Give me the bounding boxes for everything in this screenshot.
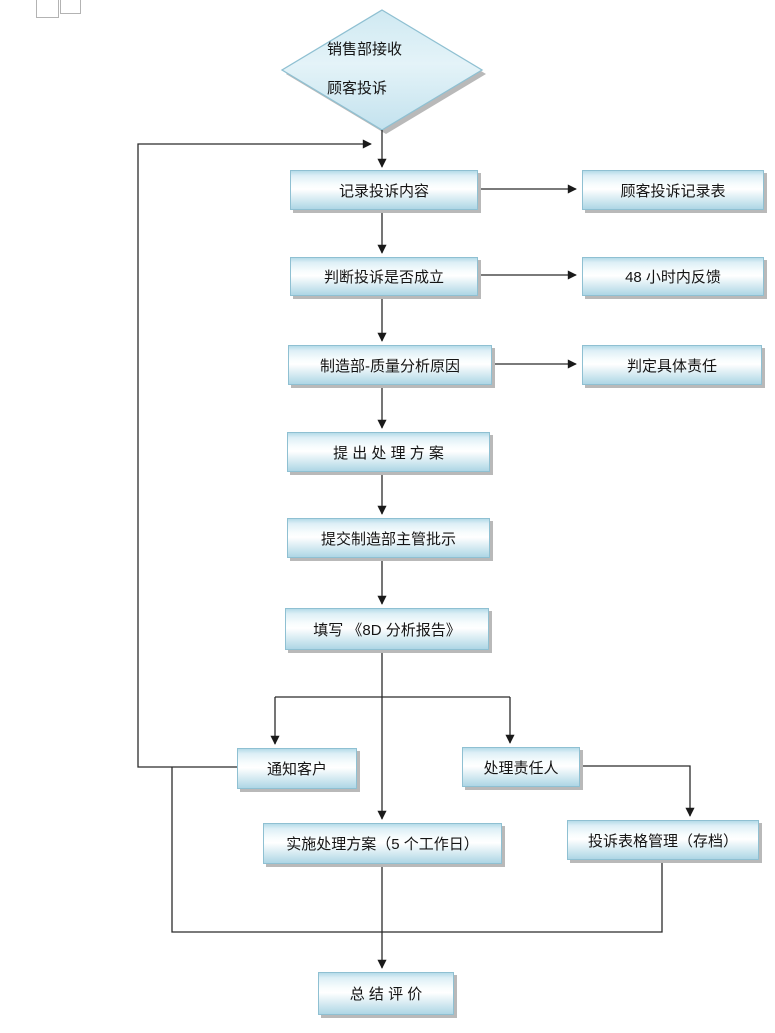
node-determine-responsibility: 判定具体责任 <box>582 345 762 385</box>
edge-bottom-loop-archive <box>171 767 663 933</box>
node-complaint-record-form: 顾客投诉记录表 <box>582 170 764 210</box>
node-summary-evaluation: 总 结 评 价 <box>318 972 454 1015</box>
edge-responsible-to-archive <box>578 765 695 817</box>
node-start-line2: 顾客投诉 <box>327 80 388 97</box>
node-propose-solution: 提 出 处 理 方 案 <box>287 432 490 472</box>
node-start-shape <box>280 9 486 134</box>
node-responsible-person: 处理责任人 <box>462 747 580 787</box>
clipped-shape-2 <box>60 0 81 14</box>
node-start-label: 销售部接收 顾客投诉 <box>327 30 443 108</box>
edge-notify-feedback-loop <box>137 139 372 768</box>
node-judge-validity: 判断投诉是否成立 <box>290 257 478 296</box>
clipped-shape-1 <box>36 0 59 18</box>
node-record-complaint: 记录投诉内容 <box>290 170 478 210</box>
node-8d-report: 填写 《8D 分析报告》 <box>285 608 489 650</box>
node-notify-customer: 通知客户 <box>237 748 357 789</box>
node-start-line1: 销售部接收 <box>327 41 403 58</box>
node-analyze-cause: 制造部-质量分析原因 <box>288 345 492 385</box>
node-48h-feedback: 48 小时内反馈 <box>582 257 764 296</box>
node-submit-approval: 提交制造部主管批示 <box>287 518 490 558</box>
node-implement-solution: 实施处理方案（5 个工作日） <box>263 823 502 864</box>
node-archive-forms: 投诉表格管理（存档） <box>567 820 759 860</box>
